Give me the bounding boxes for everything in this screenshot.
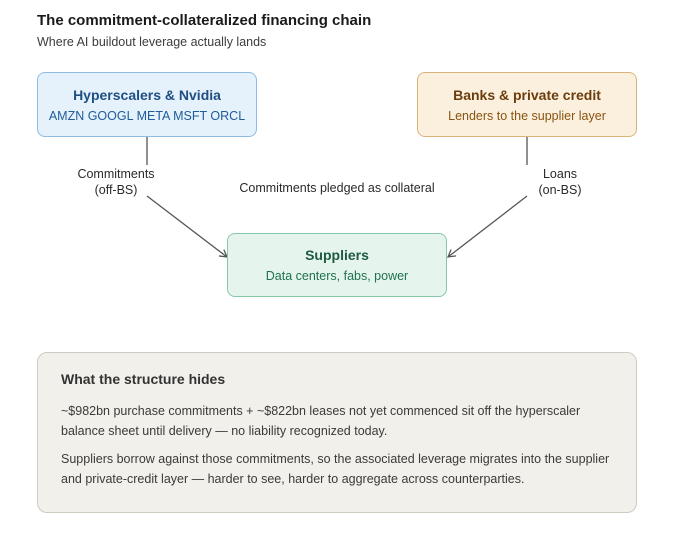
- loans-connector: [448, 137, 528, 257]
- banks-subtitle: Lenders to the supplier layer: [448, 108, 606, 123]
- page-title: The commitment-collateralized financing …: [37, 12, 372, 29]
- commitments-label-line1: Commitments: [77, 167, 155, 181]
- commitments-edge-label: Commitments (off-BS): [72, 166, 160, 198]
- commitments-connector: [146, 137, 227, 257]
- loans-edge-label: Loans (on-BS): [520, 166, 600, 198]
- banks-node: Banks & private credit Lenders to the su…: [417, 72, 637, 137]
- hyperscalers-node: Hyperscalers & Nvidia AMZN GOOGL META MS…: [37, 72, 257, 137]
- suppliers-title: Suppliers: [305, 247, 369, 263]
- suppliers-node: Suppliers Data centers, fabs, power: [227, 233, 447, 297]
- collateral-label: Commitments pledged as collateral: [239, 181, 435, 195]
- hyperscalers-title: Hyperscalers & Nvidia: [73, 86, 221, 103]
- suppliers-subtitle: Data centers, fabs, power: [265, 269, 409, 283]
- callout-paragraph-leverage: Suppliers borrow against those commitmen…: [61, 452, 610, 486]
- page-subtitle: Where AI buildout leverage actually land…: [37, 35, 267, 49]
- commitments-label-line2: (off-BS): [94, 183, 138, 197]
- banks-title: Banks & private credit: [453, 86, 601, 103]
- callout-title: What the structure hides: [61, 371, 226, 387]
- loans-label-line1: Loans: [542, 167, 578, 181]
- hyperscalers-tickers: AMZN GOOGL META MSFT ORCL: [48, 108, 246, 123]
- callout-paragraph-commitments: ~$982bn purchase commitments + ~$822bn l…: [61, 404, 581, 438]
- loans-label-line2: (on-BS): [538, 183, 582, 197]
- structure-callout: What the structure hides ~$982bn purchas…: [37, 352, 637, 513]
